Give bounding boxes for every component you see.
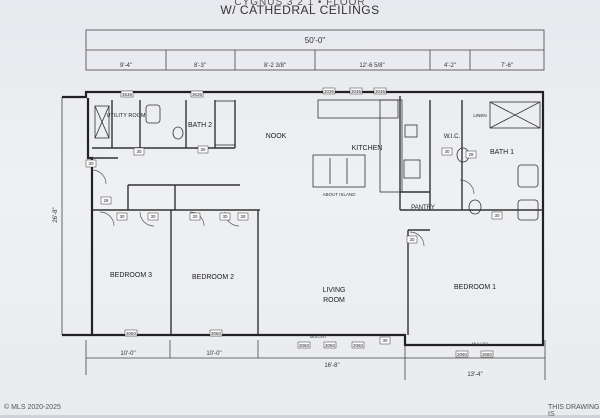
room-linen: LINEN — [473, 113, 486, 118]
dimension-lines — [61, 29, 546, 380]
room-bedroom1: BEDROOM 1 — [454, 284, 496, 291]
door-tag: 28 — [103, 198, 109, 203]
door-tag: 30 — [150, 214, 156, 219]
mulled-note: MULLED — [310, 334, 326, 339]
door-tag: 30 — [192, 214, 198, 219]
overall-depth: 26'-8" — [53, 207, 59, 222]
window-tag: 3636 — [192, 92, 203, 97]
door-tag: 30 — [494, 213, 500, 218]
door-tag: 30 — [444, 149, 450, 154]
room-living-2: ROOM — [323, 297, 345, 304]
door-tag: 30 — [382, 338, 388, 343]
room-bedroom2: BEDROOM 2 — [192, 274, 234, 281]
room-bath1: BATH 1 — [490, 149, 514, 156]
dim-top-6: 7'-6" — [501, 63, 513, 69]
window-tag: 3060 — [457, 352, 468, 357]
dim-top-2: 8'-3" — [194, 63, 206, 69]
window-tag: 3060 — [211, 331, 222, 336]
dim-bottom-4: 13'-4" — [467, 372, 482, 378]
window-tag: 3060 — [299, 343, 310, 348]
island-label: ABOUT ISLAND — [323, 192, 357, 197]
mulled-note: MULLED — [472, 341, 488, 346]
door-tag: 30 — [200, 147, 206, 152]
window-tag: 3036 — [324, 89, 335, 94]
door-tag: 30 — [222, 214, 228, 219]
door-tag: 28 — [468, 152, 474, 157]
door-swings — [91, 169, 475, 247]
copyright-note: © MLS 2020-2025 — [4, 404, 61, 411]
plan-model-title: CYGNUS 3 2 1 • FLOOR — [234, 0, 366, 8]
door-tag: 30 — [88, 161, 94, 166]
dim-bottom-2: 10'-0" — [206, 351, 221, 357]
overall-width: 50'-0" — [305, 36, 326, 45]
window-tag: 3060 — [353, 343, 364, 348]
room-nook: NOOK — [266, 133, 287, 140]
room-bath2: BATH 2 — [188, 122, 212, 129]
dim-bottom-1: 10'-0" — [120, 351, 135, 357]
door-tag: 30 — [136, 149, 142, 154]
drawing-disclaimer: THIS DRAWING IS — [548, 404, 600, 418]
door-tag: 28 — [240, 214, 246, 219]
room-bedroom3: BEDROOM 3 — [110, 272, 152, 279]
room-wic: W.I.C. — [444, 134, 461, 140]
door-tag: 30 — [409, 237, 415, 242]
dim-top-4: 12'-6 5/8" — [359, 63, 384, 69]
window-tag: 3036 — [375, 89, 386, 94]
dim-top-5: 4'-2" — [444, 63, 456, 69]
dim-top-3: 8'-2 3/8" — [264, 63, 286, 69]
room-living-1: LIVING — [323, 287, 346, 294]
window-tag: 3036 — [351, 89, 362, 94]
window-tag: 3636 — [122, 92, 133, 97]
kitchen-counters — [312, 99, 421, 193]
room-utility: UTILITY ROOM — [106, 113, 145, 119]
bath-fixtures — [94, 100, 541, 221]
dim-bottom-3: 16'-8" — [324, 363, 339, 369]
door-tag: 30 — [119, 214, 125, 219]
room-pantry: PANTRY — [411, 205, 435, 211]
window-tag: 3060 — [482, 352, 493, 357]
plan-subtitle: W/ CATHEDRAL CEILINGS — [220, 3, 380, 17]
room-kitchen: KITCHEN — [352, 145, 383, 152]
window-tag: 3060 — [325, 343, 336, 348]
window-tag: 3060 — [126, 331, 137, 336]
dim-top-1: 9'-4" — [120, 63, 132, 69]
